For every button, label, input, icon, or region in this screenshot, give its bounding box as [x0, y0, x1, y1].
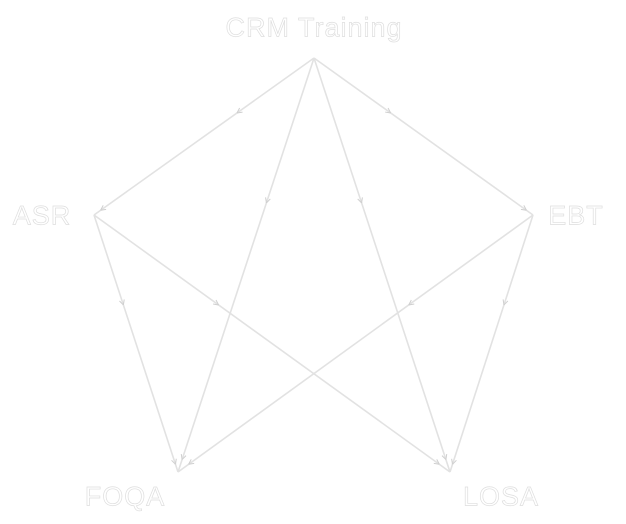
arrowhead-icon	[451, 458, 457, 465]
edge-ebt-to-losa	[449, 214, 534, 473]
arrowhead-icon	[357, 197, 363, 204]
edge-ebt-to-foqa	[177, 214, 534, 473]
arrowhead-icon	[385, 107, 392, 114]
node-label-losa: LOSA	[462, 481, 540, 512]
arrowhead-icon	[213, 299, 220, 306]
arrowhead-icon	[180, 453, 187, 460]
arrowhead-icon	[188, 459, 195, 465]
arrowhead-icon	[100, 205, 107, 211]
node-label-asr: ASR	[12, 200, 72, 231]
edge-crm-to-asr	[93, 57, 315, 216]
node-label-ebt: EBT	[548, 200, 604, 231]
arrowhead-icon	[433, 459, 440, 465]
arrowhead-icon	[119, 299, 125, 306]
arrowhead-icon	[408, 299, 415, 306]
edge-asr-to-losa	[93, 214, 451, 473]
arrowhead-icon	[236, 107, 243, 114]
arrowhead-icon	[502, 299, 509, 306]
node-label-foqa: FOQA	[84, 481, 166, 512]
edge-crm-to-ebt	[313, 57, 534, 216]
edge-asr-to-foqa	[93, 214, 179, 473]
arrowhead-icon	[441, 453, 448, 460]
edge-crm-to-losa	[313, 57, 451, 473]
node-label-crm-training: CRM Training	[225, 12, 403, 43]
arrowhead-icon	[171, 458, 177, 465]
arrowhead-icon	[520, 205, 527, 211]
edge-crm-to-foqa	[177, 57, 315, 473]
arrowhead-icon	[265, 197, 271, 204]
